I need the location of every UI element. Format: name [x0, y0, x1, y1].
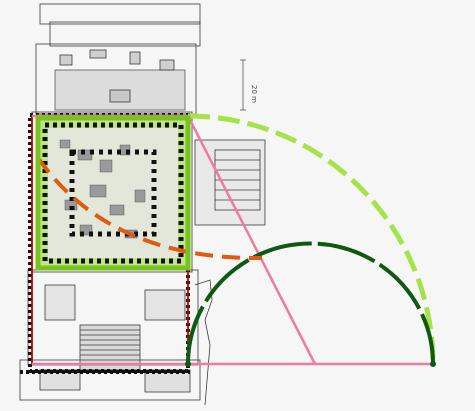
orange-dashed-arc [36, 156, 263, 261]
arc-end-point [430, 361, 436, 367]
large-light-green-arc [187, 113, 436, 365]
arc-origin-point [185, 361, 191, 367]
scale-bar-label: 20 m [250, 85, 258, 103]
pillar-ring-outer [42, 122, 184, 264]
dark-green-arc [186, 241, 435, 365]
inner-square-border [35, 115, 191, 271]
